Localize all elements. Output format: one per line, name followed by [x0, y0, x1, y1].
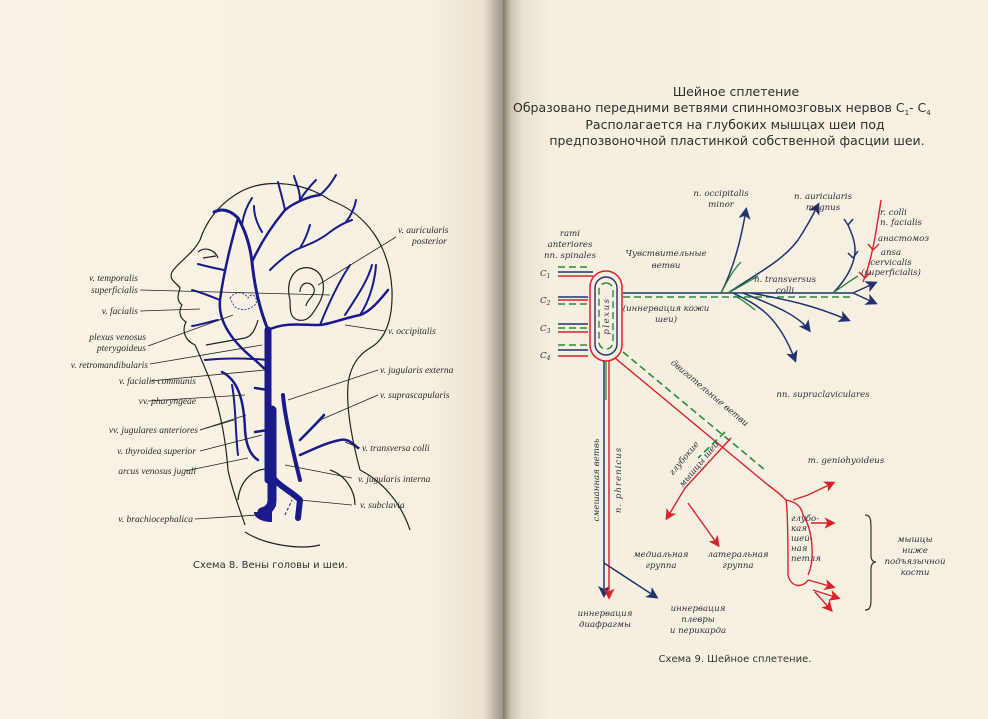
label-retromandibularis: v. retromandibularis [71, 361, 149, 371]
label-transversus-colli: n. transversus [754, 275, 817, 285]
label-thyroidea-superior: v. thyroidea superior [117, 447, 196, 457]
label-c4: C4 [540, 351, 551, 362]
svg-text:ниже: ниже [902, 546, 928, 556]
label-occipitalis-minor: n. occipitalis [693, 189, 749, 199]
label-transversa-colli: v. transversa colli [362, 444, 430, 454]
label-r-colli: r. colli [880, 208, 907, 218]
infrahyoid-brace [864, 514, 877, 611]
caption-scheme-9: Схема 9. Шейное сплетение. [659, 654, 812, 665]
heading-line-3: Располагается на глубоких мышцах шеи под [585, 117, 884, 132]
label-supraclaviculares: nn. supraclaviculares [776, 390, 870, 400]
neck-front [227, 469, 246, 526]
label-occipitalis: v. occipitalis [388, 327, 436, 337]
svg-text:подъязычной: подъязычной [885, 557, 946, 567]
label-pleura-3: и перикарда [670, 626, 726, 636]
label-sensory: Чувствительные [625, 249, 706, 259]
label-facialis-communis: v. facialis communis [119, 376, 196, 387]
label-auricularis-magnus-2: magnus [806, 203, 841, 213]
label-anastomoz: анастомоз [878, 234, 929, 244]
skull-back [329, 199, 393, 471]
phrenic-branch [598, 361, 659, 600]
sensory-branches [623, 199, 882, 363]
clavicle-curve-2 [329, 469, 356, 506]
label-geniohyoideus: m. geniohyoideus [808, 456, 885, 466]
label-medial: медиальная [634, 550, 689, 560]
label-facialis: v. facialis [102, 306, 139, 317]
label-diaphragm-2: диафрагмы [579, 620, 631, 630]
spinal-roots [558, 266, 593, 357]
label-phrenicus: n. phrenicus [614, 447, 624, 513]
label-plexus: plexus [602, 297, 612, 334]
veins-head-neck-figure: v. auricularis posterior v. temporalis s… [71, 174, 454, 571]
label-mixed-branch: смешанная ветвь [592, 438, 602, 521]
plexus-loop: plexus [589, 270, 623, 362]
label-auricularis-posterior-2: posterior [411, 237, 447, 247]
head-outline [170, 182, 331, 471]
label-c2: C2 [540, 296, 551, 307]
svg-text:петля: петля [791, 554, 821, 564]
label-lateral-2: группа [722, 561, 753, 571]
jaw [205, 319, 259, 346]
right-page: Шейное сплетение Образовано передними ве… [503, 0, 988, 719]
label-c1: C1 [540, 269, 550, 280]
label-suprascapularis: v. suprascapularis [380, 391, 450, 401]
leader-lines [139, 236, 397, 520]
veins [191, 174, 390, 522]
label-ansa-profunda: глубо- кая шей- ная петля [791, 513, 821, 564]
label-subclavia: v. subclavia [360, 501, 405, 511]
label-infrahyoid: мышцы ниже подъязычной кости [885, 535, 946, 578]
label-c3: C3 [540, 324, 551, 335]
label-pharyngeae: vv. pharyngeae [139, 397, 196, 407]
label-pleura: иннервация [671, 604, 726, 614]
left-page: v. auricularis posterior v. temporalis s… [0, 0, 503, 719]
label-plexus-pterygoideus: plexus venosus [88, 333, 146, 343]
label-temporalis-superficialis: v. temporalis [89, 274, 138, 284]
brachiocephalic-vein [254, 512, 272, 522]
eye [197, 248, 219, 259]
label-ansa-3: (superficialis) [861, 267, 921, 278]
svg-text:ная: ная [791, 544, 808, 554]
label-auricularis-magnus: n. auricularis [794, 192, 853, 202]
label-skin-innervation-2: шеи) [655, 314, 677, 325]
caption-scheme-8: Схема 8. Вены головы и шеи. [193, 560, 348, 571]
label-motor: двигательные ветви [668, 358, 750, 429]
label-ansa-2: cervicalis [870, 258, 912, 268]
label-pleura-2: плевры [681, 615, 715, 625]
heading-line-4: предпозвоночной пластинкой собственной ф… [549, 133, 924, 148]
cervical-plexus-figure: Шейное сплетение Образовано передними ве… [513, 84, 946, 665]
heading-line-2: Образовано передними ветвями спинномозго… [513, 100, 931, 117]
label-skin-innervation: (иннервация кожи [623, 303, 709, 314]
motor-branches [614, 351, 841, 613]
label-medial-2: группа [645, 561, 676, 571]
label-rami: rami [560, 229, 580, 239]
label-jugulares-anteriores: vv. jugulares anteriores [109, 426, 198, 436]
label-occipitalis-minor-2: minor [708, 200, 735, 210]
label-brachiocephalica: v. brachiocephalica [118, 515, 193, 525]
label-jugularis-externa: v. jugularis externa [380, 366, 454, 376]
svg-text:кости: кости [901, 568, 930, 578]
heading-title: Шейное сплетение [673, 84, 800, 99]
label-rami-2: anteriores [548, 240, 593, 250]
label-auricularis-posterior: v. auricularis [398, 226, 449, 236]
svg-text:шей-: шей- [791, 534, 813, 544]
svg-text:мышцы: мышцы [897, 535, 932, 545]
label-arcus-venosus: arcus venosus juguli [118, 467, 196, 477]
label-r-colli-2: n. facialis [880, 218, 922, 228]
label-jugularis-interna: v. jugularis interna [358, 475, 431, 485]
label-transversus-colli-2: colli [776, 286, 794, 296]
ear [288, 267, 324, 321]
label-diaphragm: иннервация [578, 609, 633, 619]
label-sensory-2: ветви [652, 261, 681, 271]
svg-text:кая: кая [791, 524, 807, 534]
label-lateral: латеральная [707, 550, 768, 560]
lower-arc [244, 531, 321, 548]
shoulder-line [359, 469, 411, 531]
plexus-pterygoideus [229, 292, 257, 311]
label-ansa: ansa [881, 248, 901, 258]
label-temporalis-superficialis-2: superficialis [91, 285, 138, 296]
heading: Шейное сплетение Образовано передними ве… [513, 84, 931, 148]
svg-text:глубо-: глубо- [791, 513, 819, 524]
label-plexus-pterygoideus-2: pterygoideus [96, 344, 146, 354]
label-rami-3: nn. spinales [544, 251, 597, 261]
